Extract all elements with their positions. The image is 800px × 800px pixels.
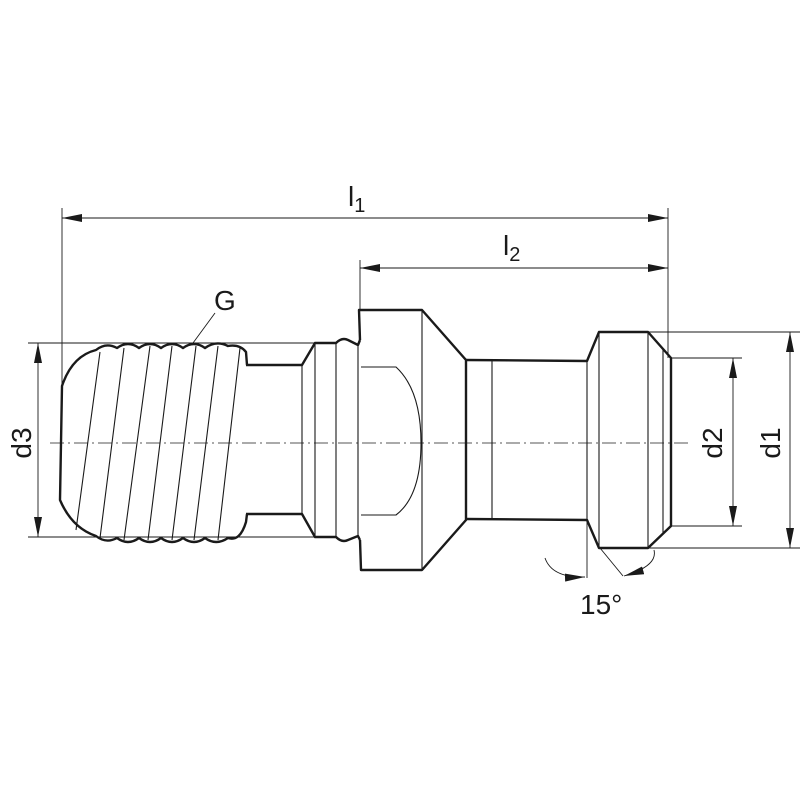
- dimension-d3: d3: [6, 342, 315, 538]
- label-l1: l1: [348, 181, 365, 217]
- neck: [465, 330, 673, 550]
- flange: [357, 308, 468, 572]
- shank: [246, 337, 362, 543]
- label-d2: d2: [697, 427, 728, 458]
- label-d3: d3: [6, 427, 37, 458]
- angle-dimension: 15°: [544, 520, 655, 620]
- dimension-l2: l2: [359, 230, 668, 310]
- dimension-l1: l1: [61, 181, 669, 385]
- thread-section: [58, 342, 249, 544]
- label-angle: 15°: [580, 589, 622, 620]
- label-thread-g: G: [214, 285, 236, 316]
- thread-callout: G: [192, 285, 236, 344]
- dimension-d1: d1: [648, 331, 800, 549]
- label-l2: l2: [503, 230, 520, 266]
- dimension-d2: d2: [671, 357, 742, 527]
- label-d1: d1: [755, 427, 786, 458]
